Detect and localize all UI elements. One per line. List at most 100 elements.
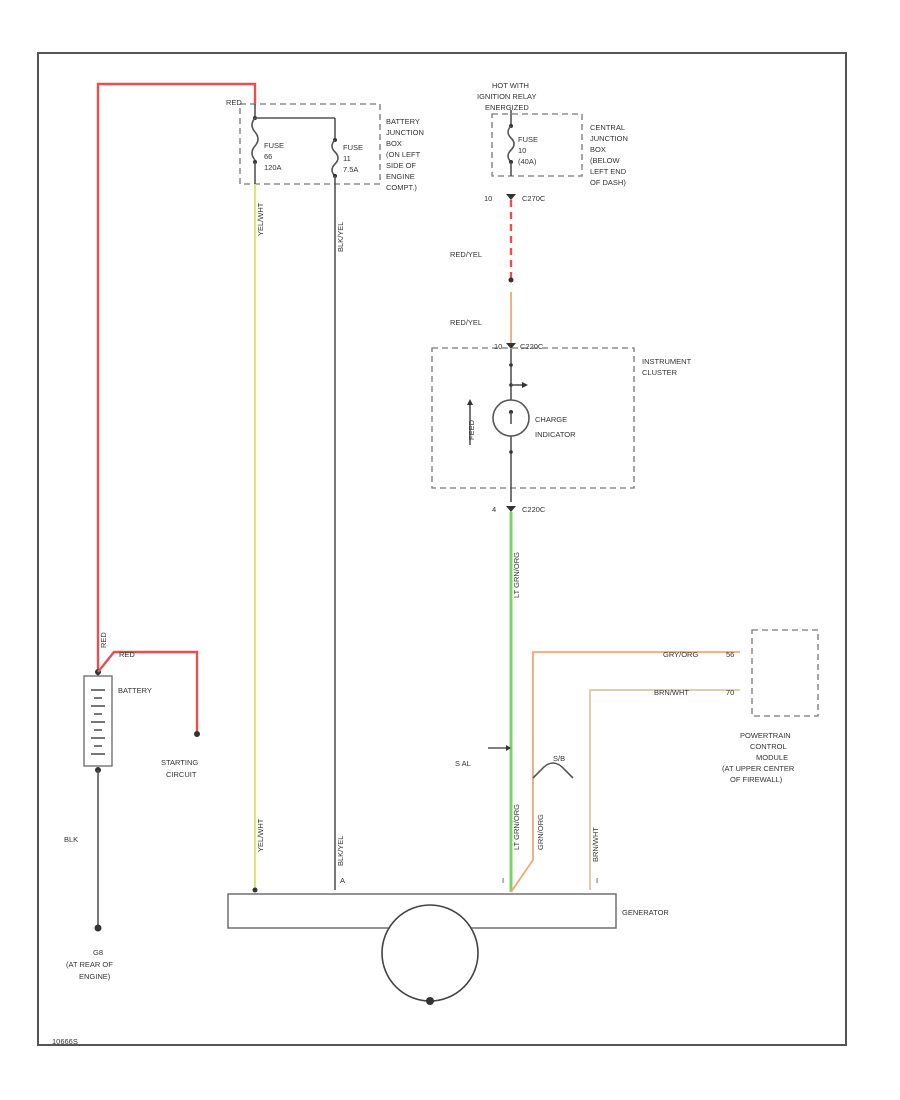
svg-text:ENGINE: ENGINE [386,172,415,181]
blk-yel-bottom-label: BLK/YEL [336,836,345,866]
svg-text:BATTERY: BATTERY [386,117,420,126]
pcm-box [751,629,819,717]
red-wire-battery-label: RED [99,632,108,648]
fuse-11-line3: 7.5A [343,165,358,174]
fuse-66-line1: FUSE [264,141,284,150]
connector-c220c [506,343,516,349]
red-starting-label: RED [119,650,135,659]
red-wire-starting [97,650,199,732]
blk-label: BLK [64,835,78,844]
generator-label: GENERATOR [622,908,669,917]
red-wire-battery-feed [96,82,257,668]
svg-text:CONTROL: CONTROL [750,742,787,751]
lt-grn-org-gen-label: LT GRN/ORG [512,804,521,850]
battery-junction-box [239,103,381,185]
gry-org-wire [510,651,740,893]
connector-c270c [506,194,516,200]
generator-symbol [381,904,479,1002]
ground-g8-terminal [94,924,102,932]
pin-10-cluster: 10 [494,342,502,351]
generator-ground [426,997,434,1005]
fuse-66-line2: 66 [264,152,272,161]
c220c-bottom-label: C220C [522,505,546,514]
fuse-11: FUSE 11 7.5A [331,118,363,184]
lt-grn-org-cluster-label: LT GRN/ORG [512,552,521,598]
svg-text:COMPT.): COMPT.) [386,183,417,192]
crossover-label: S/B [553,754,565,763]
pin-i-gen-label: I [596,876,598,885]
fuse-10: FUSE 10 (40A) [507,110,538,176]
yel-wht-bottom-label: YEL/WHT [256,818,265,852]
svg-text:CIRCUIT: CIRCUIT [166,770,197,779]
ground-label: G8 (AT REAR OF ENGINE) [66,948,113,981]
starting-circuit-label: STARTING CIRCUIT [161,758,198,779]
pcm-label: POWERTRAIN CONTROL MODULE (AT UPPER CENT… [722,731,795,784]
svg-text:SIDE OF: SIDE OF [386,161,416,170]
svg-text:OF DASH): OF DASH) [590,178,626,187]
diagram-frame [37,52,847,1046]
charge-indicator-label: CHARGE INDICATOR [535,415,576,439]
fuse-10-line2: 10 [518,146,526,155]
blk-yel-top-label: BLK/YEL [336,222,345,252]
svg-text:INDICATOR: INDICATOR [535,430,576,439]
battery-symbol [83,668,113,767]
fuse-66: FUSE 66 120A [251,104,284,184]
svg-text:OF FIREWALL): OF FIREWALL) [730,775,783,784]
red-wire-top-label: RED [226,98,242,107]
fuse-11-line2: 11 [343,154,351,163]
svg-text:HOT WITH: HOT WITH [492,81,529,90]
red-yel-splice [508,277,514,283]
central-junction-box [491,113,583,177]
c220c-label: C220C [520,342,544,351]
pin-70-label: 70 [726,688,734,697]
svg-text:(AT UPPER CENTER: (AT UPPER CENTER [722,764,795,773]
yel-wht-top-label: YEL/WHT [256,202,265,236]
svg-text:LEFT END: LEFT END [590,167,627,176]
grn-org-gen-label: GRN/ORG [536,814,545,850]
svg-text:(BELOW: (BELOW [590,156,621,165]
svg-text:STARTING: STARTING [161,758,198,767]
instrument-cluster-label: INSTRUMENT CLUSTER [642,357,692,377]
svg-text:ENGINE): ENGINE) [79,972,111,981]
pin-10-top: 10 [484,194,492,203]
central-junction-box-label: CENTRAL JUNCTION BOX (BELOW LEFT END OF … [590,123,628,187]
fuse-10-line1: FUSE [518,135,538,144]
svg-text:JUNCTION: JUNCTION [590,134,628,143]
svg-text:POWERTRAIN: POWERTRAIN [740,731,791,740]
svg-text:CENTRAL: CENTRAL [590,123,625,132]
instrument-cluster-box [431,347,635,489]
connector-c220c-bottom [506,506,516,512]
pin-i-label: I [502,876,504,885]
hot-with-ignition-label: HOT WITH IGNITION RELAY ENERGIZED [477,81,536,112]
starting-circuit-terminal [194,731,200,737]
svg-text:G8: G8 [93,948,103,957]
svg-text:CHARGE: CHARGE [535,415,567,424]
svg-text:INSTRUMENT: INSTRUMENT [642,357,692,366]
svg-text:ENERGIZED: ENERGIZED [485,103,529,112]
pin-4-label: 4 [492,505,496,514]
pin-56-label: 56 [726,650,734,659]
battery-label: BATTERY [118,686,152,695]
svg-text:BOX: BOX [386,139,402,148]
pin-a-label: A [340,876,345,885]
svg-text:CLUSTER: CLUSTER [642,368,678,377]
red-yel-label-1: RED/YEL [450,250,482,259]
svg-text:(ON LEFT: (ON LEFT [386,150,421,159]
crossover-loop [532,762,574,779]
svg-text:MODULE: MODULE [756,753,788,762]
red-yel-label-2: RED/YEL [450,318,482,327]
svg-text:(AT REAR OF: (AT REAR OF [66,960,113,969]
svg-text:BOX: BOX [590,145,606,154]
c270c-label: C270C [522,194,546,203]
diagram-id: 10666S [52,1037,78,1046]
fuse-11-line1: FUSE [343,143,363,152]
svg-text:JUNCTION: JUNCTION [386,128,424,137]
gry-org-pcm-label: GRY/ORG [663,650,698,659]
svg-text:IGNITION RELAY: IGNITION RELAY [477,92,536,101]
fuse-10-line3: (40A) [518,157,537,166]
s-al-label: S AL [455,759,471,768]
brn-wht-wire [589,689,740,890]
cluster-feed-text: FEED [467,419,476,440]
brn-wht-pcm-label: BRN/WHT [654,688,689,697]
